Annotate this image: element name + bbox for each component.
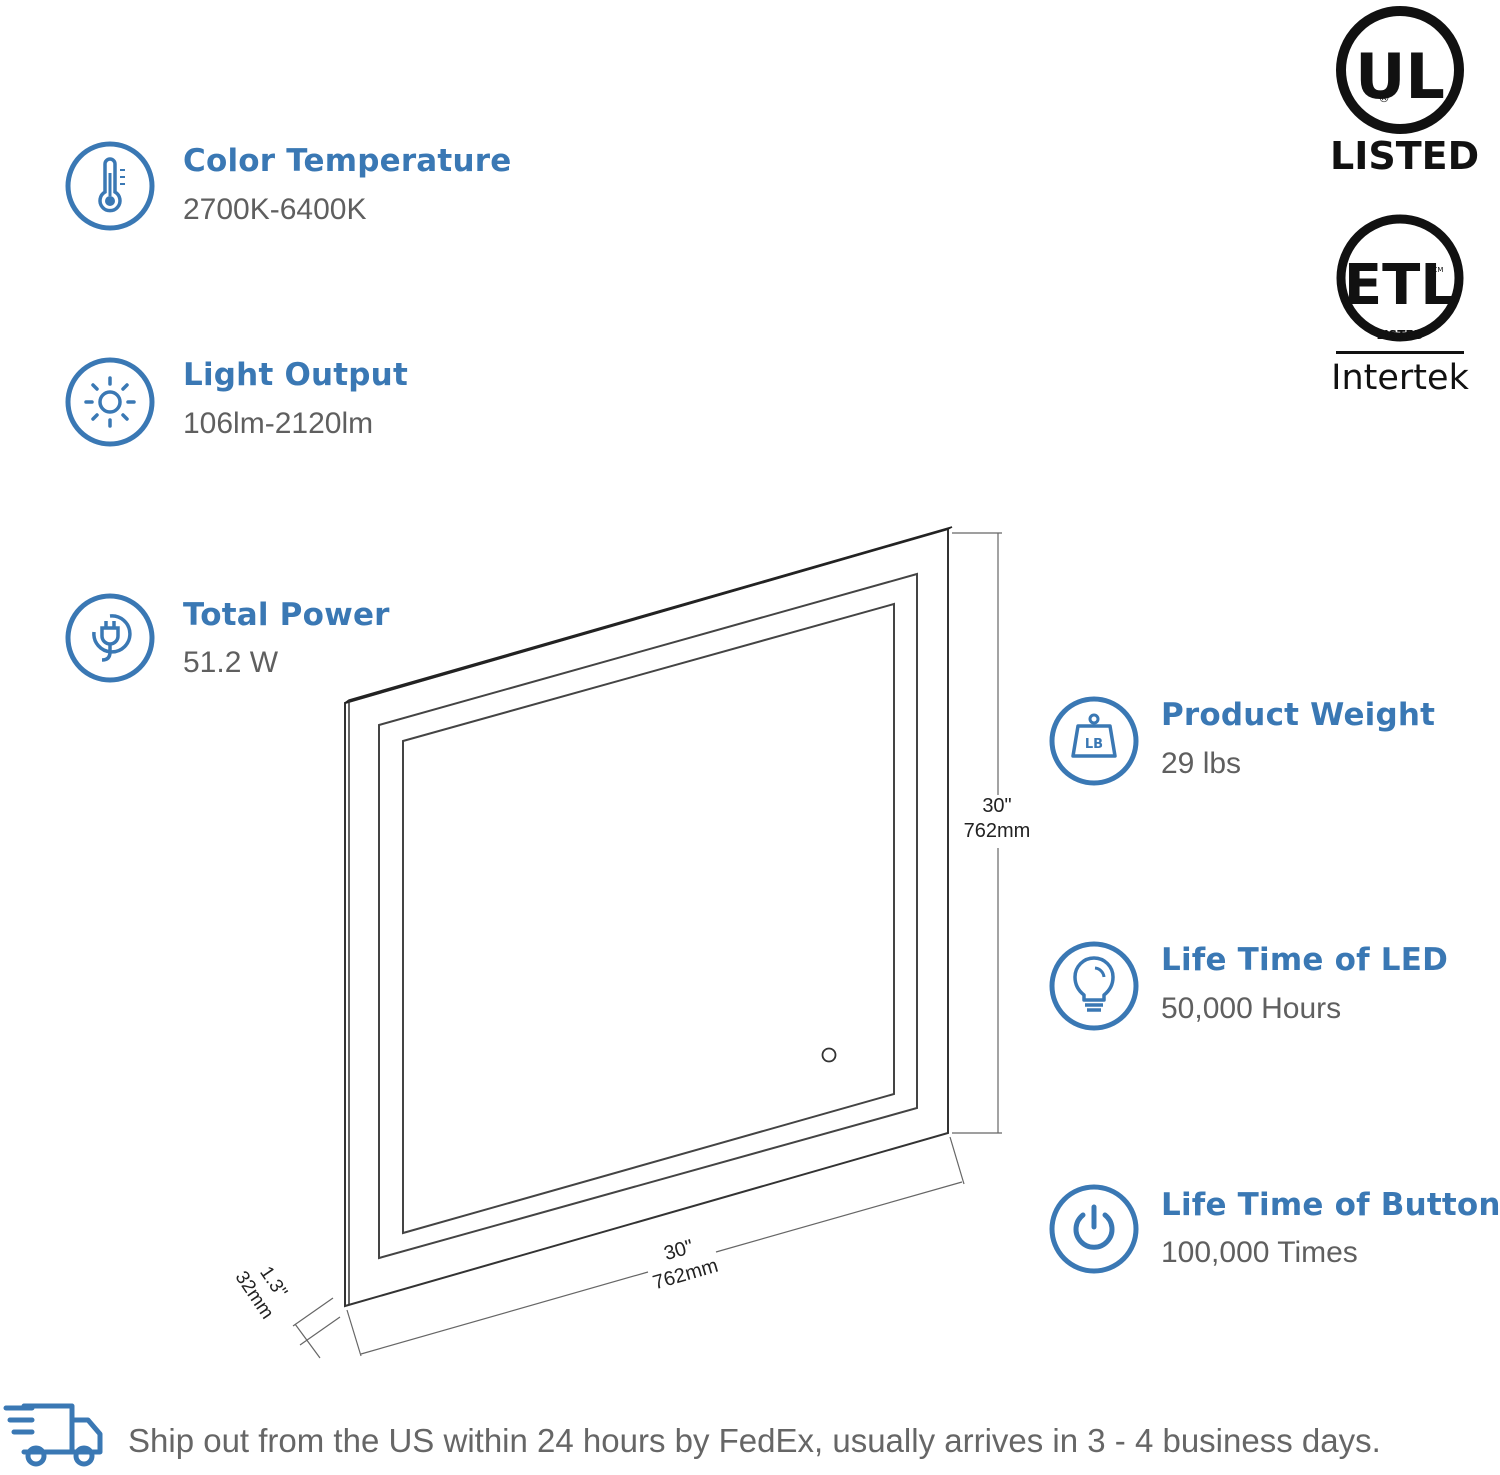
mirror-outer-frame xyxy=(344,527,949,1308)
depth-dimension xyxy=(292,1297,341,1359)
touch-button-icon xyxy=(821,1047,837,1063)
etl-corner-mark: CM xyxy=(1433,266,1444,274)
spec-value: 51.2 W xyxy=(183,646,279,679)
power-icon xyxy=(1049,1184,1139,1274)
lightbulb-icon xyxy=(1049,941,1139,1031)
ul-mark: UL xyxy=(1355,40,1445,113)
weight-icon-label: LB xyxy=(1085,737,1103,752)
mirror-inner-glass xyxy=(402,602,895,1235)
width-dimension xyxy=(346,1136,965,1357)
height-dimension xyxy=(952,532,1002,1134)
spec-value: 2700K-6400K xyxy=(183,193,367,226)
ul-listed-label: LISTED xyxy=(1330,134,1480,178)
mirror-led-band xyxy=(378,572,918,1260)
spec-title: Life Time of LED xyxy=(1161,942,1449,978)
etl-divider xyxy=(1336,351,1464,354)
mirror-top-edge xyxy=(344,526,953,704)
width-mm: 762mm xyxy=(650,1255,720,1295)
etl-mark: ETL xyxy=(1344,253,1456,318)
etl-small-label: LISTED xyxy=(1376,328,1423,342)
spec-title: Life Time of Buttons xyxy=(1161,1187,1500,1223)
spec-value: 106lm-2120lm xyxy=(183,407,374,440)
spec-value: 50,000 Hours xyxy=(1161,992,1342,1025)
intertek-label: Intertek xyxy=(1331,358,1469,398)
delivery-truck-icon xyxy=(3,1403,103,1467)
spec-value: 29 lbs xyxy=(1161,747,1242,780)
registered-mark: ® xyxy=(1378,91,1390,105)
height-inches: 30" xyxy=(982,795,1011,817)
spec-title: Light Output xyxy=(183,357,408,393)
height-mm: 762mm xyxy=(964,820,1031,842)
spec-value: 100,000 Times xyxy=(1161,1236,1358,1269)
spec-title: Color Temperature xyxy=(183,143,512,179)
spec-title: Total Power xyxy=(183,597,390,633)
sun-icon xyxy=(65,357,155,447)
spec-title: Product Weight xyxy=(1161,697,1436,733)
weight-icon: LB xyxy=(1049,696,1139,786)
ul-logo-icon: UL ® xyxy=(1336,6,1464,134)
shipping-notice: Ship out from the US within 24 hours by … xyxy=(128,1422,1381,1459)
plug-icon xyxy=(65,593,155,683)
thermometer-icon xyxy=(65,141,155,231)
etl-logo-icon: ETL LISTED CM xyxy=(1336,214,1464,342)
